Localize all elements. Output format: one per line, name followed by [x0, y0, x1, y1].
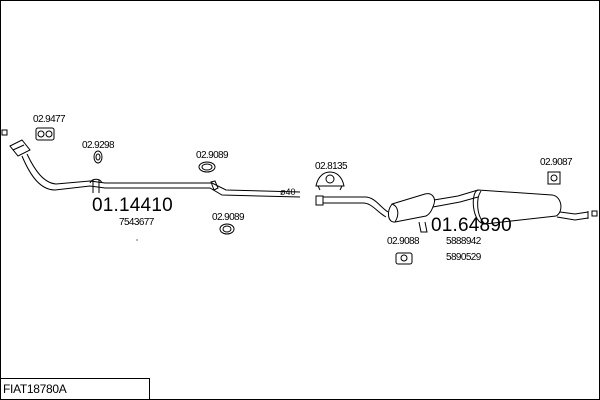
accessory-hanger-02-8135 — [315, 171, 345, 191]
accessory-label: 02.9088 — [387, 236, 420, 247]
accessory-label: 02.9087 — [540, 157, 573, 168]
diagram-title: FIAT18780A — [3, 382, 67, 396]
accessory-label: 02.9089 — [212, 212, 245, 223]
accessory-ring-02-9089-b — [219, 223, 235, 235]
stray-dot — [136, 239, 138, 241]
accessory-ring-02-9089-a — [198, 161, 216, 173]
title-box: FIAT18780A — [0, 378, 150, 399]
diameter-label: ø40 — [280, 187, 296, 197]
accessory-label: 02.8135 — [315, 161, 348, 172]
part-number: 01.64890 — [431, 215, 512, 236]
part-reference: 5888942 — [446, 236, 481, 247]
accessory-label: 02.9477 — [33, 114, 66, 125]
rear-pipe — [315, 189, 589, 225]
accessory-hanger-02-9088 — [395, 221, 428, 265]
accessory-label: 02.9298 — [82, 140, 115, 151]
left-marker — [1, 129, 8, 136]
accessory-label: 02.9089 — [196, 150, 229, 161]
part-number: 01.14410 — [92, 195, 173, 216]
accessory-ring-02-9298 — [93, 150, 103, 164]
right-marker — [591, 210, 598, 217]
part-reference: 7543677 — [119, 217, 154, 228]
part-reference: 5890529 — [446, 252, 481, 263]
accessory-mount-02-9477 — [35, 127, 55, 141]
accessory-hanger-02-9087 — [547, 171, 561, 185]
front-pipe — [9, 139, 301, 198]
